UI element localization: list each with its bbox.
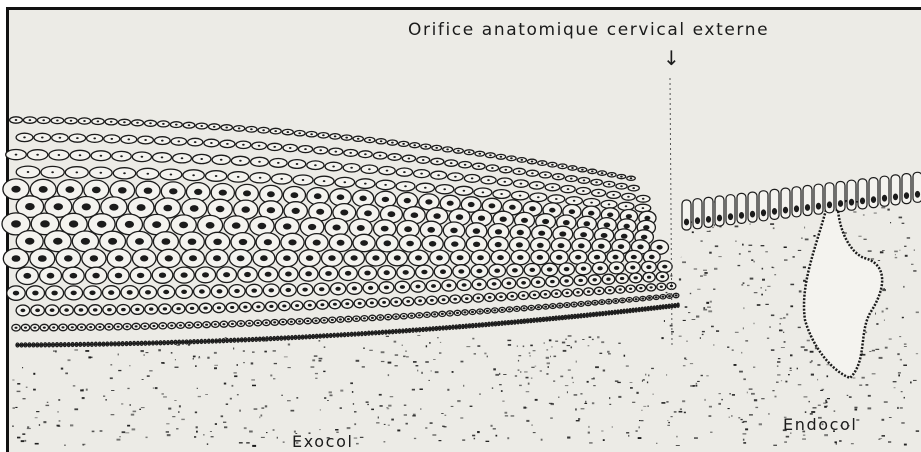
endocervical-gland	[804, 210, 882, 378]
squamous-epithelium	[2, 108, 690, 350]
orifice-label: Orifice anatomique cervical externe	[408, 20, 769, 40]
endocol-label: Endocol	[783, 415, 857, 434]
columnar-epithelium	[682, 172, 921, 230]
exocol-label: Exocol	[292, 432, 354, 451]
down-arrow-icon: ↓	[663, 46, 680, 70]
